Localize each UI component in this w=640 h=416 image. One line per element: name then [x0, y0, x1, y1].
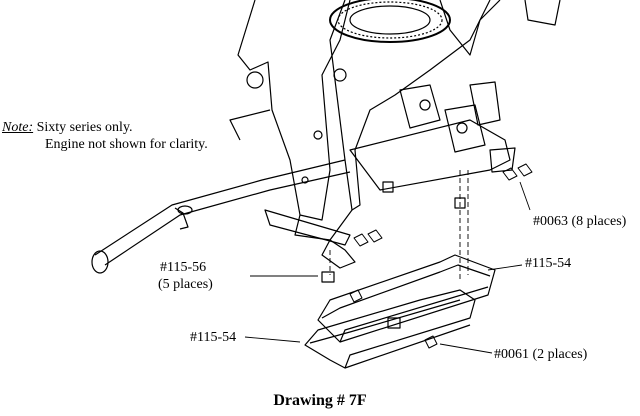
callout-115-56: #115-56 — [160, 260, 207, 275]
rear-brackets — [349, 81, 516, 191]
drawing-caption: Drawing # 7F — [273, 392, 367, 409]
spacer-blocks — [321, 271, 401, 329]
note-line1: Sixty series only. — [36, 120, 133, 135]
callout-115-56-qty: (5 places) — [158, 277, 213, 292]
callout-115-54-upper: #115-54 — [525, 256, 572, 271]
callout-115-54-lower: #115-54 — [190, 330, 237, 345]
handle-bar — [91, 159, 351, 274]
drive-gear — [329, 0, 451, 43]
bolts — [349, 163, 533, 349]
note-key: Note: — [2, 120, 34, 135]
chassis-frame — [229, 0, 561, 241]
callout-0063: #0063 (8 places) — [533, 214, 627, 229]
note: Note: Sixty series only. — [2, 120, 133, 136]
skid-upper — [317, 254, 496, 343]
mount-plate — [264, 181, 466, 269]
note-line2: Engine not shown for clarity. — [45, 137, 208, 152]
alignment-lines — [329, 170, 469, 280]
leader-lines — [244, 181, 531, 354]
callout-0061: #0061 (2 places) — [494, 347, 588, 362]
skid-lower — [304, 289, 476, 369]
